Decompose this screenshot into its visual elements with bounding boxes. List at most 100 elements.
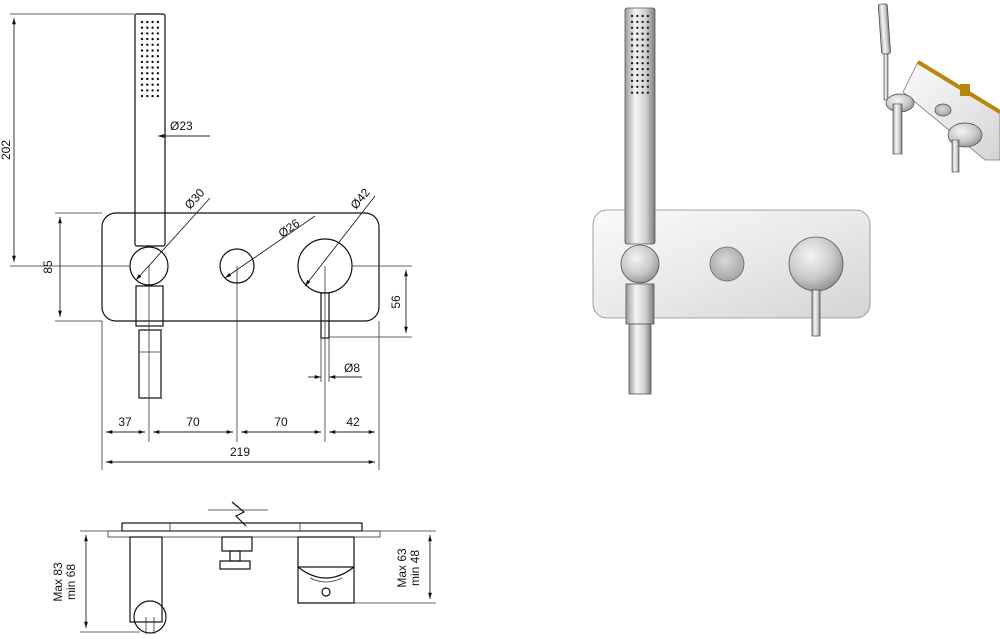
iso-hand-shower [877, 3, 891, 55]
nozzle-dot [641, 14, 644, 18]
nozzle-dot [146, 55, 149, 58]
shower-hose-outline [138, 329, 162, 399]
nozzle-dot [630, 67, 634, 71]
nozzle-dot [641, 79, 644, 83]
nozzle-dot [641, 67, 644, 71]
rendered-front-view [592, 7, 871, 395]
nozzle-dot [151, 55, 154, 58]
nozzle-dot [156, 83, 160, 86]
nozzle-dot [646, 73, 650, 77]
break-symbol [231, 501, 247, 527]
nozzle-dot [636, 26, 639, 29]
dim-label-85: 85 [41, 260, 55, 274]
nozzle-dot [140, 83, 144, 86]
nozzle-dot [146, 77, 149, 81]
nozzle-dot [151, 60, 154, 64]
nozzle-dot [636, 20, 639, 24]
nozzle-dot [636, 91, 639, 94]
nozzle-dot [641, 20, 644, 24]
nozzle-dot [151, 72, 154, 75]
dim-label-56: 56 [389, 295, 403, 309]
nozzle-dot [646, 14, 650, 18]
nozzle-dot [146, 72, 149, 75]
nozzle-dot [641, 50, 644, 53]
nozzle-dot [641, 26, 644, 29]
side-holder-body [129, 536, 163, 623]
nozzle-dot [151, 94, 154, 98]
dim-label-37: 37 [118, 415, 132, 429]
nozzle-dot [156, 49, 160, 52]
nozzle-dot [641, 32, 644, 35]
nozzle-dot [151, 77, 154, 81]
nozzle-dot [636, 14, 639, 18]
nozzle-dot [151, 26, 154, 29]
rendered-lever [811, 289, 821, 337]
rendered-hand-shower [624, 7, 656, 245]
nozzle-dot [151, 89, 154, 92]
nozzle-dot [156, 60, 160, 64]
nozzle-dot [151, 32, 154, 35]
nozzle-dot [630, 85, 634, 89]
nozzle-dot [156, 20, 160, 24]
dim-label-42: 42 [346, 415, 360, 429]
nozzle-dot [146, 37, 149, 41]
leader-26 [224, 215, 316, 279]
rendered-bracket [625, 283, 655, 325]
rendered-hose [628, 323, 652, 395]
nozzle-dot [151, 37, 154, 41]
side-knob-curve [309, 577, 343, 583]
front-view: 202 85 56 Ø23 Ø30 Ø26 Ø42 Ø8 [0, 13, 412, 470]
leader-30 [135, 197, 211, 281]
side-hose-connector [133, 600, 167, 634]
iso-diverter [934, 103, 952, 117]
nozzle-dot [140, 20, 144, 24]
nozzle-dot [646, 62, 650, 65]
nozzle-dot [151, 83, 154, 86]
nozzle-dot [646, 50, 650, 53]
nozzle-dot [646, 20, 650, 24]
nozzle-dot [630, 44, 634, 47]
dia-label-26: Ø26 [276, 216, 303, 241]
nozzle-dot [146, 83, 149, 86]
hand-shower-head [134, 13, 166, 247]
nozzle-dot [646, 85, 650, 89]
nozzle-dot [646, 44, 650, 47]
nozzle-dot [646, 79, 650, 83]
nozzle-dot [630, 32, 634, 35]
nozzle-dot [641, 38, 644, 41]
nozzle-dot [636, 38, 639, 41]
nozzle-dot [646, 32, 650, 35]
side-knob-body [297, 565, 355, 604]
nozzle-dot [630, 62, 634, 65]
nozzle-dot [630, 50, 634, 53]
nozzle-dot [646, 91, 650, 94]
nozzle-dot [630, 26, 634, 29]
shower-nozzle-grid [140, 20, 160, 98]
nozzle-dot [140, 43, 144, 46]
nozzle-dot [146, 94, 149, 98]
leader-42 [304, 195, 376, 287]
nozzle-dot [140, 94, 144, 98]
side-right-max: Max 63 [395, 548, 409, 588]
dim-label-202: 202 [0, 140, 13, 160]
rendered-nozzle-grid [630, 14, 650, 94]
side-left-min: min 68 [64, 564, 78, 600]
nozzle-dot [646, 67, 650, 71]
dim-label-70a: 70 [186, 415, 200, 429]
nozzle-dot [630, 73, 634, 77]
nozzle-dot [151, 20, 154, 24]
dim-label-70b: 70 [274, 415, 288, 429]
nozzle-dot [636, 44, 639, 47]
nozzle-dot [630, 14, 634, 18]
nozzle-dot [146, 32, 149, 35]
nozzle-dot [146, 89, 149, 92]
rear-cover [107, 530, 381, 538]
iso-brass-edge [916, 60, 1000, 114]
nozzle-dot [636, 50, 639, 53]
nozzle-dot [636, 56, 639, 59]
nozzle-dot [156, 26, 160, 29]
side-diverter-cap [219, 560, 251, 570]
nozzle-dot [646, 38, 650, 41]
nozzle-dot [641, 44, 644, 47]
